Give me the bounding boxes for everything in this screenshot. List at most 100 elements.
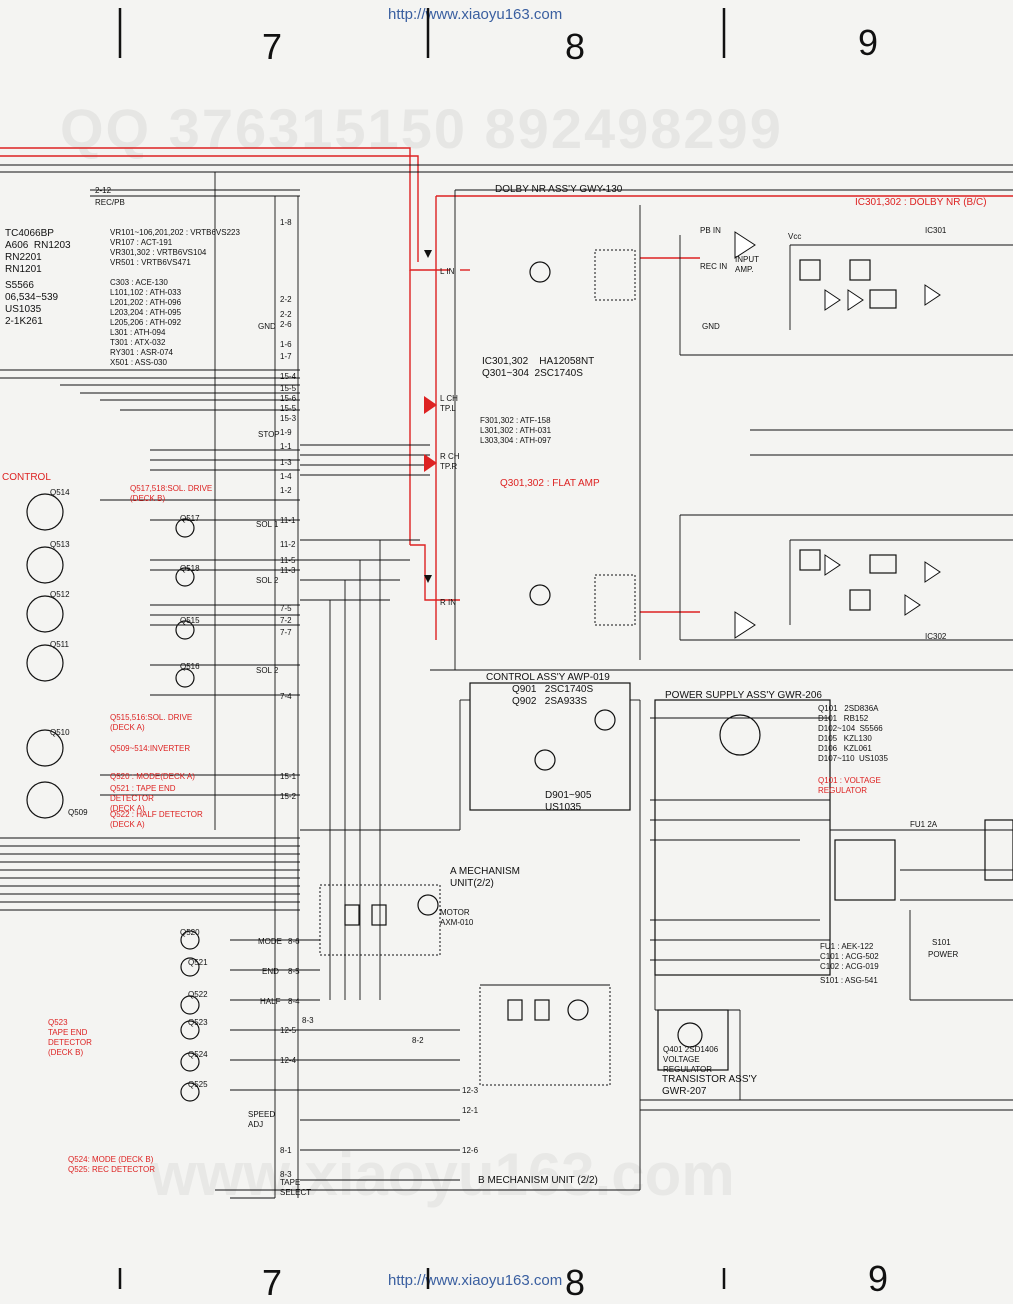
tape-end-a-label: Q521 : TAPE END DETECTOR (DECK A) <box>110 784 176 813</box>
footer-url: http://www.xiaoyu163.com <box>388 1272 563 1289</box>
control-assy-box <box>469 682 631 811</box>
transistor-label: Q510 <box>50 728 70 737</box>
control-assy-diodes: D901~905 US1035 <box>545 790 592 813</box>
connector-pin: 1-2 <box>280 486 292 495</box>
dolby-input-amp: INPUT AMP. <box>735 255 759 274</box>
connector-pin: 11-3 <box>280 566 296 575</box>
mech-pin: 12-6 <box>462 1146 479 1155</box>
speed-adj-label: SPEED ADJ <box>248 1110 276 1129</box>
connector-rec-pb: REC/PB <box>95 198 125 207</box>
connector-sol2-b: SOL 2 <box>256 666 279 675</box>
half-detector-label: Q522 : HALF DETECTOR (DECK A) <box>110 810 203 829</box>
column-number-8: 8 <box>565 26 586 67</box>
solenoid-a1 <box>344 904 360 926</box>
transistor-label: Q525 <box>188 1080 208 1089</box>
connector-pin: 1-7 <box>280 352 292 361</box>
input-amp-r <box>734 611 756 639</box>
mech-pin: 12-1 <box>462 1106 479 1115</box>
mech-pin: 8-6 <box>288 937 300 946</box>
mech-pin: 8-2 <box>412 1036 424 1045</box>
connector-pin: 11-5 <box>280 556 296 565</box>
parts-list: VR101~106,201,202 : VRTB6VS223 VR107 : A… <box>110 228 240 367</box>
rch-test-point-arrow <box>424 454 437 472</box>
transistor-label: Q520 <box>180 928 200 937</box>
sol-drive-a: Q515,516:SOL. DRIVE (DECK A) <box>110 713 193 732</box>
left-ic-list: TC4066BP A606 RN1203 RN2201 RN1201 <box>5 228 71 275</box>
red-signal-line <box>410 544 460 601</box>
control-assy-title: CONTROL ASS'Y AWP-019 <box>486 672 610 683</box>
connector-pin: 7-5 <box>280 604 292 613</box>
dolby-title: DOLBY NR ASS'Y GWY-130 <box>495 184 623 195</box>
transistor-label: Q514 <box>50 488 70 497</box>
mode-label: MODE <box>258 937 282 946</box>
transistor-label: Q518 <box>180 564 200 573</box>
mode-b-label: Q524: MODE (DECK B) Q525: REC DETECTOR <box>68 1155 155 1174</box>
connector-pin: 1-4 <box>280 472 292 481</box>
dolby-lch: L CH TP.L <box>440 394 458 413</box>
mode-a-label: Q520 : MODE(DECK A) <box>110 772 195 781</box>
power-title: POWER SUPPLY ASS'Y GWR-206 <box>665 690 822 701</box>
red-signal-line <box>0 147 450 271</box>
connector-pin: 7-4 <box>280 692 292 701</box>
connector-pin: 1-3 <box>280 458 292 467</box>
dolby-pb-in: PB IN <box>700 226 721 235</box>
column-number-7: 7 <box>262 26 283 67</box>
mech-pin: 8-4 <box>288 997 300 1006</box>
dolby-ic302: IC302 <box>925 632 947 641</box>
column-number-9: 9 <box>858 22 879 63</box>
connector-pin: 15-4 <box>280 372 297 381</box>
connector-pin: 11-2 <box>280 540 296 549</box>
connector-pin: 1-6 <box>280 340 292 349</box>
tape-end-b-label: Q523 TAPE END DETECTOR (DECK B) <box>48 1018 92 1057</box>
connector-sol2-a: SOL 2 <box>256 576 279 585</box>
connector-pin: 15-2 <box>280 792 297 801</box>
dolby-ic: IC301,302 HA12058NT Q301~304 2SC1740S <box>482 356 595 379</box>
dolby-rch: R CH TP.R <box>440 452 460 471</box>
end-label: END <box>262 967 279 976</box>
sol-drive-b: Q517,518:SOL. DRIVE (DECK B) <box>130 484 213 503</box>
connector-pin: 15-5 <box>280 404 297 413</box>
power-supply-box <box>654 699 831 976</box>
q401-label: Q401 2SD1406 VOLTAGE REGULATOR <box>663 1045 719 1074</box>
input-amp-l <box>734 231 756 259</box>
power-fuse: FU1 2A <box>910 820 938 829</box>
red-signal-line <box>0 155 419 262</box>
transistor-label: Q515 <box>180 616 200 625</box>
transformer-t1 <box>984 819 1013 881</box>
transistor-label: Q524 <box>188 1050 208 1059</box>
connector-sol1: SOL 1 <box>256 520 279 529</box>
b-mechanism-box <box>479 984 611 1086</box>
connector-pin: 11-1 <box>280 516 296 525</box>
connector-pin: 2-6 <box>280 320 292 329</box>
f301-shield <box>594 249 636 301</box>
transistor-label: Q512 <box>50 590 70 599</box>
solenoid-b2 <box>534 999 550 1021</box>
connector-pin: 2-2 <box>280 310 292 319</box>
connector-pin: 1-1 <box>280 442 292 451</box>
connector-pin: 1-9 <box>280 428 292 437</box>
mech-pin: 12-3 <box>462 1086 479 1095</box>
inverter-label: Q509~514:INVERTER <box>110 744 191 753</box>
connector-pin: 15-6 <box>280 394 297 403</box>
connector-pin: 15-3 <box>280 414 297 423</box>
a-mechanism-box <box>319 884 441 956</box>
connector-2-12: 2-12 <box>95 186 112 195</box>
power-label: POWER <box>928 950 959 959</box>
power-fuse-list: FU1 : AEK-122 C101 : ACG-502 C102 : ACG-… <box>820 942 879 971</box>
dolby-ic301: IC301 <box>925 226 947 235</box>
b-mechanism-label: B MECHANISM UNIT (2/2) <box>478 1175 598 1186</box>
power-switch: S101 : ASG-541 <box>820 976 878 985</box>
transistor-label: Q522 <box>188 990 208 999</box>
transistor-label: Q523 <box>188 1018 208 1027</box>
dolby-flat-amp: Q301,302 : FLAT AMP <box>500 478 600 489</box>
mech-pin: 12-4 <box>280 1056 297 1065</box>
connector-pin: 15-1 <box>280 772 297 781</box>
lch-test-point-arrow <box>424 396 437 414</box>
transistor-label: Q516 <box>180 662 200 671</box>
mech-pin: 8-3 <box>302 1016 314 1025</box>
transistor-label: Q511 <box>50 640 69 649</box>
motor-label: MOTOR AXM-010 <box>440 908 474 927</box>
mech-pin: 12-5 <box>280 1026 297 1035</box>
a-mechanism-label: A MECHANISM UNIT(2/2) <box>450 866 521 889</box>
